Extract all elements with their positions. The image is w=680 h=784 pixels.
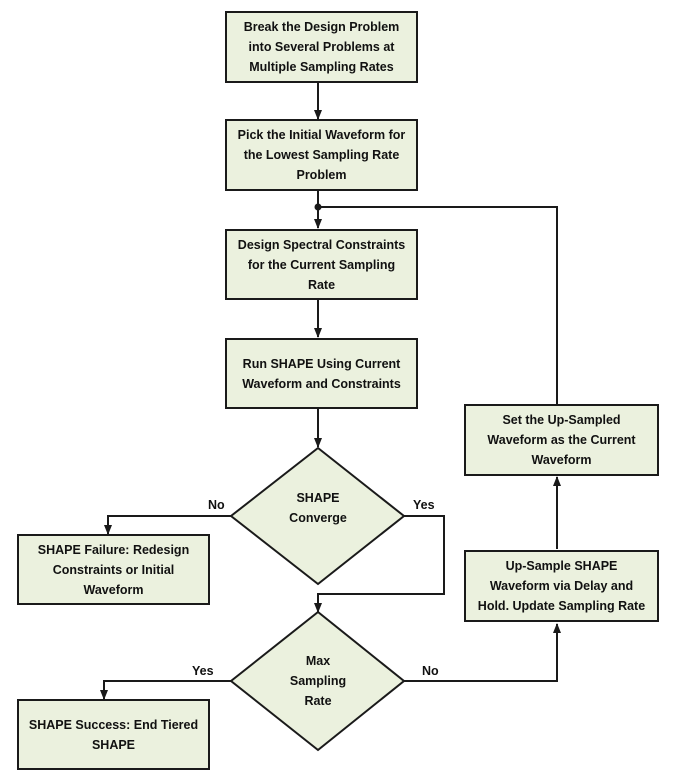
node-design-constraints: Design Spectral Constraints for the Curr… (225, 229, 418, 300)
node-shape-success: SHAPE Success: End Tiered SHAPE (17, 699, 210, 770)
node-shape-failure: SHAPE Failure: Redesign Constraints or I… (17, 534, 210, 605)
arrow-max-no (404, 623, 561, 682)
node-up-sample-label: Up-Sample SHAPE Waveform via Delay and H… (477, 559, 646, 613)
edge-label-converge-no: No (208, 498, 225, 512)
node-set-upsampled-label: Set the Up-Sampled Waveform as the Curre… (487, 413, 636, 467)
diamond-shape-converge (229, 446, 406, 586)
node-break-problem-label: Break the Design Problem into Several Pr… (243, 20, 400, 74)
node-design-constraints-label: Design Spectral Constraints for the Curr… (237, 237, 406, 292)
edge-label-converge-yes: Yes (413, 498, 435, 512)
node-run-shape-label: Run SHAPE Using Current Waveform and Con… (242, 356, 401, 391)
arrow-converge-yes (314, 515, 445, 613)
diamond-max-sampling-rate (229, 610, 406, 752)
arrow-max-yes (100, 680, 231, 700)
node-pick-waveform-label: Pick the Initial Waveform for the Lowest… (237, 128, 406, 182)
junction-dot (314, 203, 322, 211)
arrow-converge-no (104, 515, 231, 535)
node-set-upsampled: Set the Up-Sampled Waveform as the Curre… (464, 404, 659, 476)
arrow-loop-back (318, 206, 558, 404)
edge-label-max-yes: Yes (192, 664, 214, 678)
node-shape-success-label: SHAPE Success: End Tiered SHAPE (28, 717, 199, 752)
node-shape-converge-label: SHAPE Converge (289, 491, 347, 525)
edge-label-max-no: No (422, 664, 439, 678)
node-max-sampling-rate-label: Max Sampling Rate (289, 654, 347, 708)
node-pick-waveform: Pick the Initial Waveform for the Lowest… (225, 119, 418, 191)
node-break-problem: Break the Design Problem into Several Pr… (225, 11, 418, 83)
node-run-shape: Run SHAPE Using Current Waveform and Con… (225, 338, 418, 409)
node-up-sample: Up-Sample SHAPE Waveform via Delay and H… (464, 550, 659, 622)
node-shape-failure-label: SHAPE Failure: Redesign Constraints or I… (37, 542, 190, 597)
